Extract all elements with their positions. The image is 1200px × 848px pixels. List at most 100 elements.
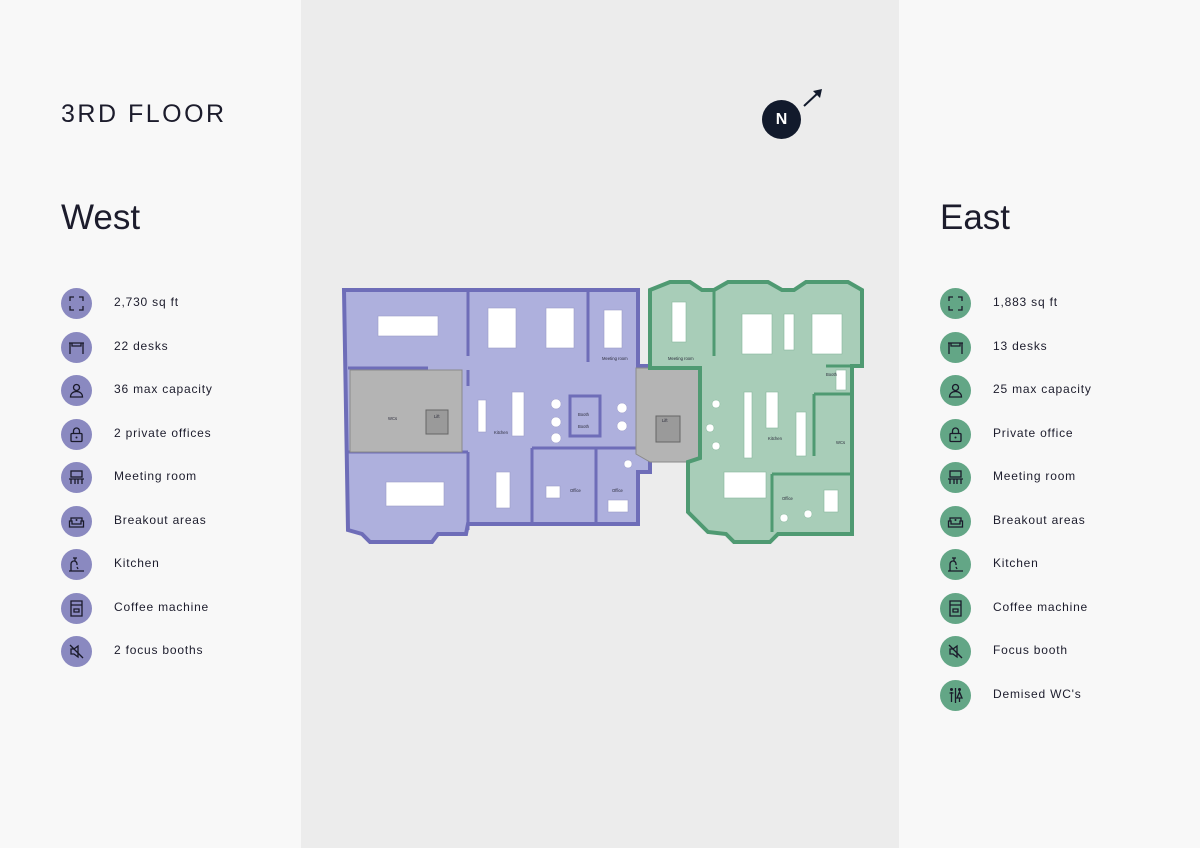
feature-label: Meeting room <box>993 469 1076 483</box>
feature-label: Breakout areas <box>993 512 1086 527</box>
feature-item: Focus booth <box>940 635 1092 679</box>
feature-item: Breakout areas <box>61 505 213 549</box>
floor-title: 3RD FLOOR <box>61 100 227 128</box>
plan-label-east-meeting: Meeting room <box>668 356 694 361</box>
wall <box>568 394 602 438</box>
feature-label: Coffee machine <box>114 599 210 614</box>
plan-label-booth-east: Booth <box>826 372 838 377</box>
kitchen-counter <box>477 399 487 433</box>
feature-item: 2 private offices <box>61 418 213 462</box>
desk-cluster <box>741 313 773 355</box>
desk-cluster <box>495 471 511 509</box>
kitchen-island <box>511 391 525 437</box>
sofa-icon <box>61 505 92 537</box>
feature-label: 25 max capacity <box>993 382 1092 396</box>
north-arrow-icon <box>803 89 822 107</box>
feature-label: Kitchen <box>114 556 160 570</box>
plan-label-west-wcs: WCs <box>388 416 397 421</box>
feature-label: Private office <box>993 425 1074 440</box>
wc-icon <box>940 679 971 711</box>
plan-label-booth-1: Booth <box>578 412 590 417</box>
feature-item: Coffee machine <box>940 592 1092 636</box>
east-title: East <box>940 198 1011 237</box>
chair <box>550 432 562 444</box>
east-desks <box>671 301 847 513</box>
tap-icon <box>940 549 971 580</box>
feature-item: Meeting room <box>940 461 1092 505</box>
chair <box>705 423 715 433</box>
chair <box>711 399 721 409</box>
feature-item: Kitchen <box>61 548 213 592</box>
desk-icon <box>940 331 971 363</box>
plan-label-lift-west: Lift <box>434 414 440 419</box>
feature-label: Meeting room <box>114 469 197 483</box>
feature-label: 36 max capacity <box>114 382 213 396</box>
east-partitions <box>712 290 852 532</box>
feature-item: 2 focus booths <box>61 635 213 679</box>
plan-label-east-kitchen: Kitchen <box>768 436 783 441</box>
plan-label-east-wcs: WCs <box>836 440 845 445</box>
east-wing-floor <box>648 280 864 544</box>
feature-label: 1,883 sq ft <box>993 295 1058 309</box>
person-icon <box>940 375 971 406</box>
feature-label: 2,730 sq ft <box>114 295 179 309</box>
east-wing <box>648 280 864 544</box>
kitchen-counter <box>765 391 779 429</box>
kitchen-island <box>743 391 753 459</box>
feature-item: 2,730 sq ft <box>61 287 213 331</box>
west-chairs <box>550 398 633 469</box>
desk-cluster <box>385 481 445 507</box>
feature-item: 25 max capacity <box>940 374 1092 418</box>
feature-item: Kitchen <box>940 548 1092 592</box>
desk-cluster <box>723 471 767 499</box>
feature-item: Private office <box>940 418 1092 462</box>
area-icon <box>61 288 92 319</box>
kitchen-counter <box>795 411 807 457</box>
sofa-icon <box>940 505 971 537</box>
desk-cluster <box>377 315 439 337</box>
west-desks <box>377 307 629 513</box>
feature-item: 1,883 sq ft <box>940 287 1092 331</box>
chair <box>623 459 633 469</box>
west-lift-shaft <box>425 409 449 435</box>
chair <box>711 441 721 451</box>
feature-item: Meeting room <box>61 461 213 505</box>
plan-label-office-east: Office <box>782 496 794 501</box>
office-desk <box>823 489 839 513</box>
coffee-machine-icon <box>61 592 92 624</box>
feature-item: 13 desks <box>940 331 1092 375</box>
chair <box>803 509 813 519</box>
chair <box>616 420 628 432</box>
lock-icon <box>61 418 92 450</box>
booth-bench <box>835 369 847 391</box>
plan-label-office-1: Office <box>570 488 582 493</box>
desk-icon <box>61 331 92 363</box>
feature-item: Breakout areas <box>940 505 1092 549</box>
central-core <box>635 367 701 463</box>
desk-cluster <box>783 313 795 351</box>
plan-label-booth-2: Booth <box>578 424 590 429</box>
meeting-room-icon <box>940 462 971 493</box>
plan-label-lift-core: Lift <box>662 418 668 423</box>
office-desk <box>545 485 561 499</box>
central-lift-shaft <box>655 415 681 443</box>
feature-item: Coffee machine <box>61 592 213 636</box>
feature-label: 2 focus booths <box>114 643 204 657</box>
chair <box>616 402 628 414</box>
west-title: West <box>61 198 141 237</box>
muted-speaker-icon <box>940 636 971 667</box>
feature-label: Breakout areas <box>114 512 207 527</box>
east-chairs <box>705 399 813 523</box>
chair <box>550 416 562 428</box>
feature-label: 13 desks <box>993 338 1048 353</box>
west-feature-list: 2,730 sq ft 22 desks 36 max capacity 2 priv… <box>61 287 213 679</box>
feature-label: Demised WC's <box>993 686 1082 701</box>
muted-speaker-icon <box>61 636 92 667</box>
person-icon <box>61 375 92 406</box>
feature-label: Kitchen <box>993 556 1039 570</box>
floor-plan: Meeting room Meeting room Kitchen Kitche… <box>341 280 864 544</box>
desk-cluster <box>671 301 687 343</box>
feature-item: 22 desks <box>61 331 213 375</box>
desk-cluster <box>811 313 843 355</box>
tap-icon <box>61 549 92 580</box>
